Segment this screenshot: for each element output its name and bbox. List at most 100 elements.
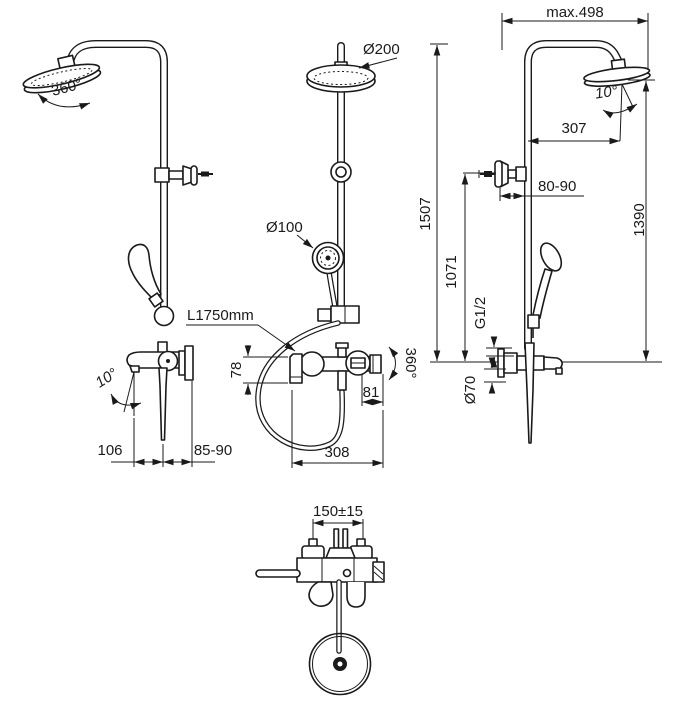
holder-top	[308, 581, 334, 607]
front-view: Ø200 Ø100 L1750mm	[186, 41, 419, 468]
face-ring	[316, 246, 340, 270]
dim-label-outlet-offset: 81	[363, 384, 380, 401]
wall-union-top	[372, 561, 385, 583]
leader-line	[296, 234, 314, 249]
pipe-section-bore	[337, 661, 343, 667]
slider-cap	[190, 165, 198, 186]
dim-label-spout-reach: 106	[97, 442, 122, 459]
rotation-arc	[388, 346, 399, 381]
riser-pipe-inner	[525, 41, 625, 351]
lever-pivot	[342, 568, 352, 578]
angle-ref-tilted	[123, 371, 135, 413]
bracket-screw-body	[484, 171, 492, 177]
slider-screw-body	[201, 171, 209, 177]
dim-bracket-height: 1071	[443, 172, 496, 361]
wall-bracket	[478, 160, 527, 188]
mixer-aerator	[129, 365, 140, 373]
dim-head-tilt: 10°	[594, 83, 638, 142]
dim-total-height: 1507	[417, 43, 448, 361]
union-hatch-1	[373, 565, 384, 575]
dim-overall-width: 308	[291, 390, 384, 468]
dim-spout-height: 78	[228, 345, 288, 395]
diverter-cap	[335, 342, 349, 349]
angle-arc	[110, 393, 142, 410]
face-center	[325, 255, 331, 261]
bracket-arm	[507, 169, 517, 179]
dim-label-bracket-distance: 80-90	[538, 178, 576, 195]
hand-shower-connector	[527, 314, 540, 329]
inlet-left	[301, 545, 325, 560]
dim-connection-thread: G1/2	[472, 297, 514, 368]
hose-loop-inner	[256, 321, 344, 450]
mixer-flange-inner	[178, 350, 186, 376]
hand-shower-head	[539, 242, 563, 272]
hand-shower-side	[127, 243, 162, 300]
overhead-shower	[583, 66, 651, 87]
bracket-clamp	[515, 166, 527, 182]
head-nozzles	[30, 68, 93, 87]
dim-head-height: 1390	[628, 79, 655, 361]
head-outline-top	[308, 632, 372, 696]
top-view: 150±15	[255, 503, 385, 696]
rotation-arc	[37, 93, 91, 110]
head-top	[306, 64, 376, 88]
dim-label-wall-distance: 85-90	[194, 442, 232, 459]
mixer-lever	[524, 342, 535, 444]
mixer-flange-outer	[184, 345, 194, 381]
column-holder-left	[317, 308, 332, 322]
label-head-diameter: Ø200	[358, 41, 400, 69]
mixer-lever	[158, 367, 168, 441]
dim-label-connection-thread: G1/2	[472, 297, 489, 330]
dim-label-hose-length: L1750mm	[187, 307, 254, 324]
left-side-view: 360° 10°	[22, 40, 232, 467]
hand-shower-face	[311, 241, 345, 275]
hose-outlet-stub	[337, 370, 347, 391]
dim-head-reach: 307	[528, 120, 620, 145]
riser-pipe-inner	[67, 41, 167, 309]
angle-ref-tilted	[621, 83, 634, 108]
slider-clamp	[154, 167, 170, 183]
dim-max-depth: max.498	[501, 4, 649, 70]
mixer-side-view	[497, 342, 563, 444]
lever-top	[255, 569, 301, 578]
mixer-joint-center	[166, 359, 170, 363]
wall-union	[369, 354, 382, 374]
overhead-shower	[22, 63, 102, 94]
spout-face	[289, 353, 303, 384]
leader-line	[257, 324, 296, 352]
dim-label-max-depth: max.498	[546, 4, 604, 21]
dim-label-spout-height: 78	[228, 362, 245, 379]
label-hose-length: L1750mm	[186, 307, 296, 352]
dim-handle-rotation: 360°	[388, 346, 419, 381]
dim-label-inlet-spacing: 150±15	[313, 503, 363, 520]
right-side-view: max.498 10° 307 80-90	[417, 4, 662, 444]
mixer-side-view	[126, 341, 194, 441]
slider-arm	[168, 170, 184, 180]
pipe-end-ball	[153, 305, 175, 327]
face-nozzles	[320, 250, 336, 266]
escutcheon-outer	[497, 348, 505, 378]
dim-outlet-offset: 81	[361, 374, 384, 406]
dim-label-head-diameter: Ø200	[363, 41, 400, 58]
dim-bracket-distance: 80-90	[499, 178, 584, 201]
dim-escutcheon-diameter: Ø70	[462, 357, 506, 404]
hand-shower-side	[527, 242, 563, 338]
head-top	[22, 63, 101, 89]
dim-spout-angle: 10°	[92, 365, 142, 416]
label-hand-diameter: Ø100	[266, 219, 314, 249]
dim-label-head-tilt: 10°	[594, 83, 619, 103]
dim-spout-reach: 106 85-90	[97, 381, 232, 467]
spout-top	[346, 582, 366, 608]
union-hatch-2	[373, 571, 384, 581]
dim-label-handle-rotation: 360°	[402, 347, 419, 378]
dim-label-total-height: 1507	[417, 197, 434, 230]
riser-stub-right	[342, 528, 349, 549]
dim-label-head-height: 1390	[631, 203, 648, 236]
angle-arc	[602, 103, 638, 119]
riser-stub-left	[333, 528, 340, 549]
dim-label-overall-width: 308	[324, 444, 349, 461]
hand-shower-connector	[148, 292, 164, 308]
bracket-cap	[494, 160, 503, 188]
